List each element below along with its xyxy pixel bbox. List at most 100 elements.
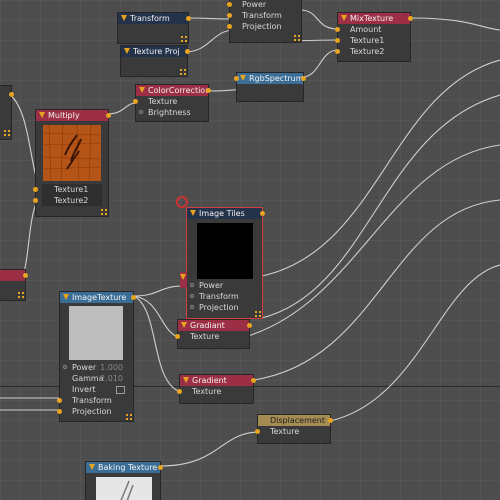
port-texture2[interactable]: Texture2 — [335, 46, 410, 57]
resize-grip-icon[interactable] — [255, 311, 262, 318]
mix-texture-node[interactable]: MixTexture Amount Texture1 Texture2 — [335, 12, 413, 62]
input-port[interactable] — [33, 187, 38, 192]
port-projection[interactable]: Projection — [227, 21, 301, 32]
collapse-triangle-icon[interactable] — [181, 322, 187, 328]
port-invert[interactable]: Invert — [60, 384, 133, 395]
output-port[interactable] — [186, 16, 191, 21]
port-texture1[interactable]: Texture1 — [33, 184, 102, 195]
input-port[interactable] — [63, 365, 67, 369]
output-port[interactable] — [251, 378, 256, 383]
output-port[interactable] — [328, 418, 333, 423]
node-header[interactable]: Transform — [118, 13, 188, 24]
baking-texture-node[interactable]: Baking Texture — [85, 461, 163, 500]
partial-node-left-top[interactable] — [0, 85, 14, 140]
node-header[interactable]: Texture Proj — [121, 46, 187, 57]
collapse-triangle-icon[interactable] — [180, 274, 186, 280]
port-power[interactable]: Power — [227, 0, 301, 10]
node-header[interactable]: ImageTexture — [60, 292, 133, 303]
texture-proj-node[interactable]: Texture Proj — [120, 45, 190, 77]
resize-grip-icon[interactable] — [180, 69, 187, 76]
input-port[interactable] — [335, 27, 340, 32]
resize-grip-icon[interactable] — [101, 209, 108, 216]
port-texture2[interactable]: Texture2 — [33, 195, 102, 206]
output-port[interactable] — [9, 92, 14, 97]
input-port[interactable] — [190, 305, 194, 309]
node-header[interactable]: RgbSpectrum — [237, 73, 303, 84]
node-header[interactable]: MixTexture — [338, 13, 410, 24]
node-header[interactable] — [0, 270, 25, 281]
node-header[interactable]: Gradient — [180, 375, 253, 386]
input-port[interactable] — [139, 110, 143, 114]
collapse-triangle-icon[interactable] — [89, 464, 95, 470]
port-projection[interactable]: Projection — [57, 406, 133, 417]
collapse-triangle-icon[interactable] — [341, 15, 347, 21]
gradient-node[interactable]: Gradient Texture — [177, 374, 256, 404]
texture-node-top[interactable]: Power Transform Projection — [227, 0, 302, 43]
port-texture[interactable]: Texture — [177, 386, 253, 397]
output-port[interactable] — [206, 88, 211, 93]
output-port[interactable] — [23, 273, 28, 278]
output-port[interactable] — [408, 16, 413, 21]
input-port[interactable] — [227, 24, 232, 29]
input-port[interactable] — [57, 409, 62, 414]
port-transform[interactable]: Transform — [57, 395, 133, 406]
port-texture1[interactable]: Texture1 — [335, 35, 410, 46]
image-tiles-node[interactable]: Image Tiles Power Transform Projection — [186, 207, 265, 319]
collapse-triangle-icon[interactable] — [139, 87, 145, 93]
port-transform[interactable]: Transform — [187, 291, 262, 302]
collapse-triangle-icon[interactable] — [39, 112, 45, 118]
input-port[interactable] — [57, 398, 62, 403]
node-header[interactable]: Gradiant — [178, 320, 249, 331]
input-port[interactable] — [234, 76, 239, 81]
port-texture[interactable]: Texture — [175, 331, 249, 342]
partial-node-left-bottom[interactable] — [0, 269, 28, 301]
node-header[interactable]: Baking Texture — [86, 462, 160, 473]
resize-grip-icon[interactable] — [4, 130, 11, 137]
port-brightness[interactable]: Brightness — [136, 107, 208, 118]
port-texture[interactable]: Texture — [133, 96, 208, 107]
node-behind-tab[interactable] — [180, 272, 187, 288]
collapse-triangle-icon[interactable] — [124, 48, 130, 54]
port-amount[interactable]: Amount — [335, 24, 410, 35]
collapse-triangle-icon[interactable] — [240, 75, 246, 81]
port-projection[interactable]: Projection — [187, 302, 262, 313]
collapse-triangle-icon[interactable] — [190, 210, 196, 216]
input-port[interactable] — [133, 99, 138, 104]
collapse-triangle-icon[interactable] — [183, 377, 189, 383]
input-port[interactable] — [227, 2, 232, 7]
power-value[interactable]: 1.000 — [100, 363, 123, 372]
input-port[interactable] — [190, 294, 194, 298]
displacement-node[interactable]: Displacement Texture — [255, 414, 333, 444]
node-header[interactable]: Multiply — [36, 110, 108, 121]
output-port[interactable] — [247, 323, 252, 328]
color-correction-node[interactable]: ColorCorrection Texture Brightness — [133, 84, 211, 122]
input-port[interactable] — [175, 334, 180, 339]
input-port[interactable] — [227, 13, 232, 18]
node-header[interactable]: Displacement — [258, 415, 330, 426]
port-transform[interactable]: Transform — [227, 10, 301, 21]
rgb-spectrum-node[interactable]: RgbSpectrum — [234, 72, 306, 102]
node-header[interactable]: Image Tiles — [187, 208, 262, 219]
gamma-value[interactable]: 2.010 — [100, 374, 123, 383]
input-port[interactable] — [33, 198, 38, 203]
resize-grip-icon[interactable] — [18, 292, 25, 299]
output-port[interactable] — [185, 49, 190, 54]
resize-grip-icon[interactable] — [294, 35, 301, 42]
output-port[interactable] — [106, 113, 111, 118]
node-header[interactable]: ColorCorrection — [136, 85, 208, 96]
output-port[interactable] — [301, 76, 306, 81]
invert-checkbox[interactable] — [116, 386, 125, 394]
collapse-triangle-icon[interactable] — [121, 15, 127, 21]
output-port[interactable] — [158, 465, 163, 470]
input-port[interactable] — [190, 283, 194, 287]
collapse-triangle-icon[interactable] — [63, 294, 69, 300]
input-port[interactable] — [255, 429, 260, 434]
input-port[interactable] — [177, 389, 182, 394]
input-port[interactable] — [335, 38, 340, 43]
input-port[interactable] — [335, 49, 340, 54]
resize-grip-icon[interactable] — [181, 36, 188, 43]
output-port[interactable] — [260, 211, 265, 216]
